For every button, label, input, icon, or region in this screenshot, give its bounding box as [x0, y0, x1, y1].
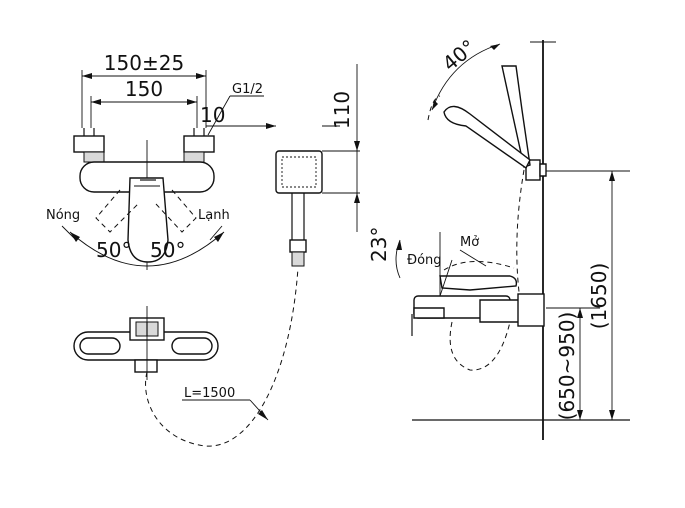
angle-right: 50°	[150, 238, 185, 262]
dim-150-25: 150±25	[104, 51, 184, 75]
front-view: 150±25 150 G1/2 10	[46, 51, 276, 270]
hose-length: L=1500	[184, 386, 235, 401]
shower-head-view: 110	[275, 64, 360, 267]
dim-1650: (1650)	[587, 263, 611, 330]
dim-10: 10	[200, 103, 225, 127]
thread-label: G1/2	[232, 82, 263, 97]
angle-left: 50°	[96, 238, 131, 262]
label-open: Mở	[460, 235, 479, 250]
top-view: L=1500	[73, 267, 299, 447]
side-view: 40° 23° Đóng Mở (1650) (650~9	[367, 35, 630, 440]
angle-40: 40°	[438, 35, 481, 76]
label-close: Đóng	[407, 253, 442, 268]
angle-23: 23°	[367, 227, 391, 262]
dim-150: 150	[125, 77, 163, 101]
dim-650-950: (650~950)	[555, 312, 579, 421]
dim-110: 110	[330, 91, 354, 129]
label-hot: Nóng	[46, 208, 80, 223]
label-cold: Lạnh	[198, 208, 230, 223]
